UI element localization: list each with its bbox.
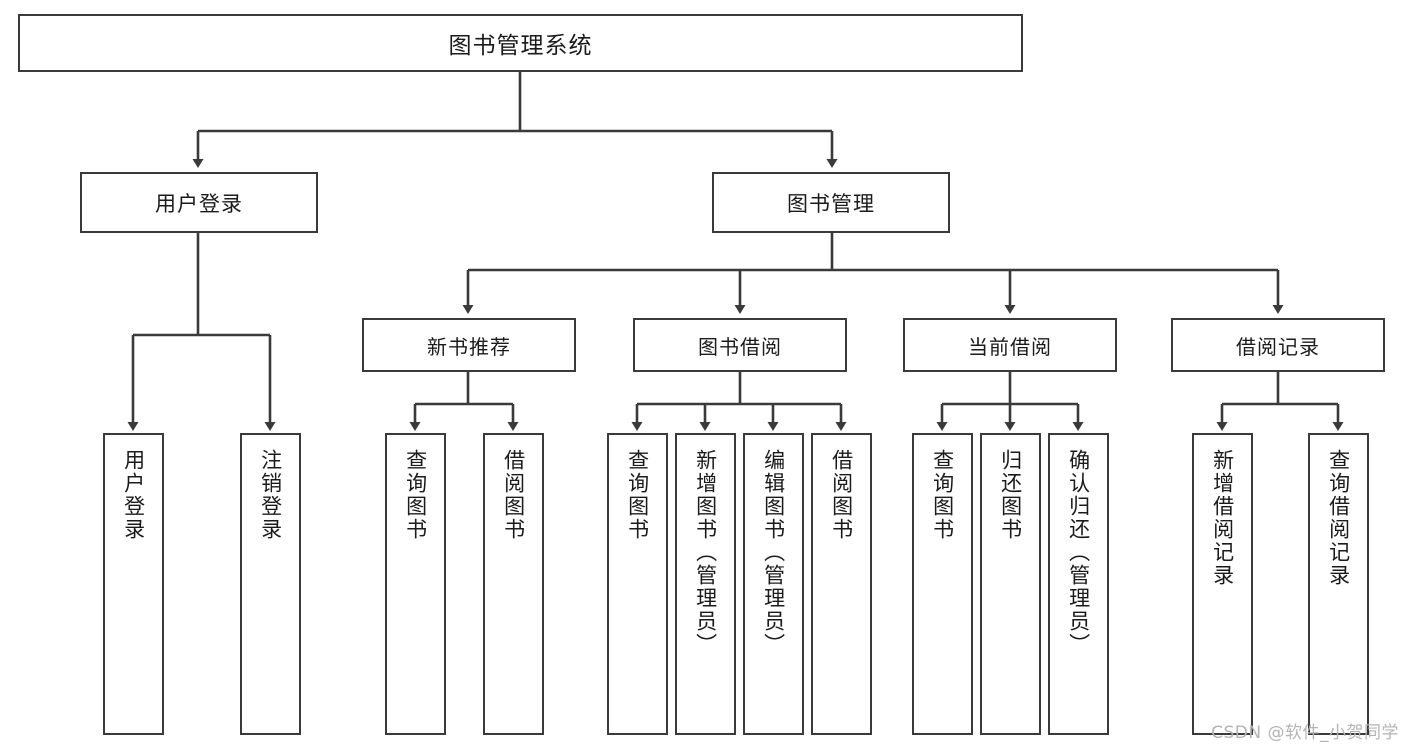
leaf-current-return-book[interactable]: 归还图书: [980, 433, 1041, 735]
leaf-new-book-borrow-label: 借阅图书: [501, 449, 526, 541]
node-root-label: 图书管理系统: [448, 33, 593, 59]
node-book-management-label: 图书管理: [787, 191, 875, 216]
leaf-borrow-add-book-label: 新增图书（管理员）: [693, 449, 718, 656]
leaf-current-confirm-return[interactable]: 确认归还（管理员）: [1048, 433, 1109, 735]
leaf-current-confirm-return-label: 确认归还（管理员）: [1066, 449, 1091, 656]
watermark: CSDN @软件_小贺同学: [1211, 723, 1399, 743]
leaf-borrow-query-book[interactable]: 查询图书: [607, 433, 668, 735]
node-current-borrow-label: 当前借阅: [968, 334, 1052, 359]
node-borrow-record-label: 借阅记录: [1236, 334, 1320, 359]
node-book-borrow[interactable]: 图书借阅: [633, 318, 847, 372]
node-borrow-record[interactable]: 借阅记录: [1171, 318, 1385, 372]
leaf-current-return-book-label: 归还图书: [998, 449, 1023, 541]
leaf-new-book-borrow[interactable]: 借阅图书: [483, 433, 544, 735]
leaf-user-login-signin[interactable]: 用户登录: [103, 433, 164, 735]
leaf-new-book-query-label: 查询图书: [403, 449, 428, 541]
node-user-login[interactable]: 用户登录: [80, 172, 318, 233]
leaf-user-login-signout[interactable]: 注销登录: [240, 433, 301, 735]
leaf-borrow-edit-book-label: 编辑图书（管理员）: [761, 449, 786, 656]
leaf-record-query-label: 查询借阅记录: [1326, 449, 1351, 587]
node-new-book-recommend[interactable]: 新书推荐: [362, 318, 576, 372]
leaf-borrow-borrow-book-label: 借阅图书: [829, 449, 854, 541]
leaf-borrow-add-book[interactable]: 新增图书（管理员）: [675, 433, 736, 735]
leaf-borrow-query-book-label: 查询图书: [625, 449, 650, 541]
leaf-current-query-book-label: 查询图书: [930, 449, 955, 541]
leaf-borrow-edit-book[interactable]: 编辑图书（管理员）: [743, 433, 804, 735]
node-new-book-recommend-label: 新书推荐: [427, 334, 511, 359]
leaf-user-login-signin-label: 用户登录: [121, 449, 146, 541]
node-user-login-label: 用户登录: [155, 191, 243, 216]
leaf-record-query[interactable]: 查询借阅记录: [1308, 433, 1369, 735]
leaf-borrow-borrow-book[interactable]: 借阅图书: [811, 433, 872, 735]
leaf-user-login-signout-label: 注销登录: [258, 449, 283, 541]
leaf-current-query-book[interactable]: 查询图书: [912, 433, 973, 735]
leaf-new-book-query[interactable]: 查询图书: [385, 433, 446, 735]
leaf-record-add[interactable]: 新增借阅记录: [1192, 433, 1253, 735]
node-root[interactable]: 图书管理系统: [18, 14, 1023, 72]
node-current-borrow[interactable]: 当前借阅: [903, 318, 1117, 372]
leaf-record-add-label: 新增借阅记录: [1210, 449, 1235, 587]
node-book-borrow-label: 图书借阅: [698, 334, 782, 359]
node-book-management[interactable]: 图书管理: [712, 172, 950, 233]
